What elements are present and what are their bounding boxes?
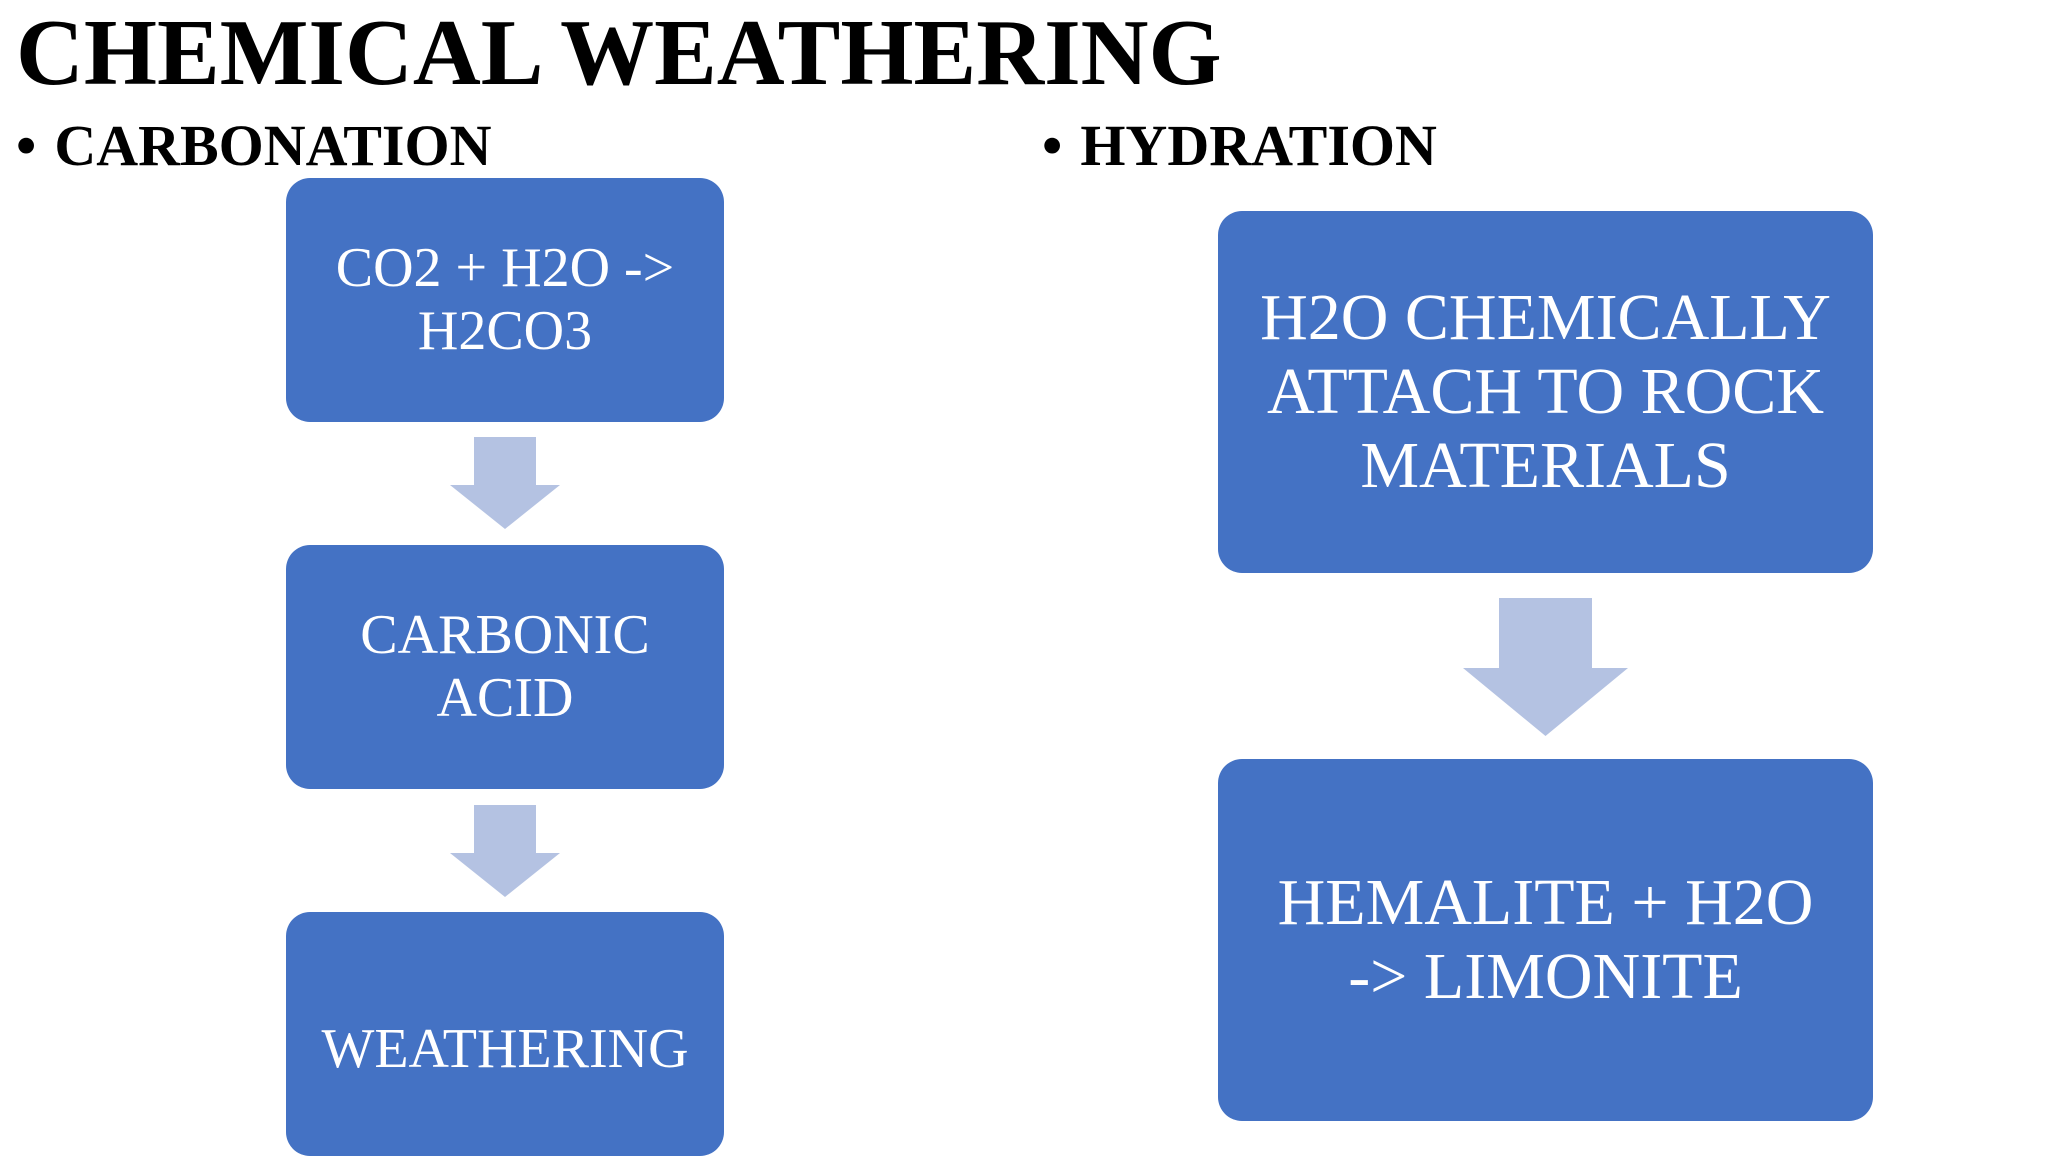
down-arrow-icon xyxy=(450,437,560,529)
hydration-step-1-label: H2O CHEMICALLY ATTACH TO ROCK MATERIALS xyxy=(1260,281,1831,502)
hydration-step-1-box: H2O CHEMICALLY ATTACH TO ROCK MATERIALS xyxy=(1218,211,1873,573)
carbonation-step-2-label: CARBONIC ACID xyxy=(360,604,650,729)
bullet-icon: • xyxy=(16,113,37,178)
hydration-heading: •HYDRATION xyxy=(1042,117,1437,175)
carbonation-step-2-box: CARBONIC ACID xyxy=(286,545,724,789)
carbonation-step-1-box: CO2 + H2O -> H2CO3 xyxy=(286,178,724,422)
carbonation-heading-text: CARBONATION xyxy=(54,113,492,178)
carbonation-heading: •CARBONATION xyxy=(16,117,492,175)
hydration-heading-text: HYDRATION xyxy=(1080,113,1437,178)
down-arrow-icon xyxy=(450,805,560,897)
carbonation-step-3-label: WEATHERING xyxy=(321,1017,689,1080)
hydration-step-2-box: HEMALITE + H2O -> LIMONITE xyxy=(1218,759,1873,1121)
carbonation-step-3-box: WEATHERING xyxy=(286,912,724,1156)
bullet-icon: • xyxy=(1042,113,1063,178)
slide-title: CHEMICAL WEATHERING xyxy=(16,1,1222,105)
hydration-step-2-label: HEMALITE + H2O -> LIMONITE xyxy=(1277,866,1814,1013)
down-arrow-icon xyxy=(1463,598,1628,736)
carbonation-step-1-label: CO2 + H2O -> H2CO3 xyxy=(335,237,675,362)
